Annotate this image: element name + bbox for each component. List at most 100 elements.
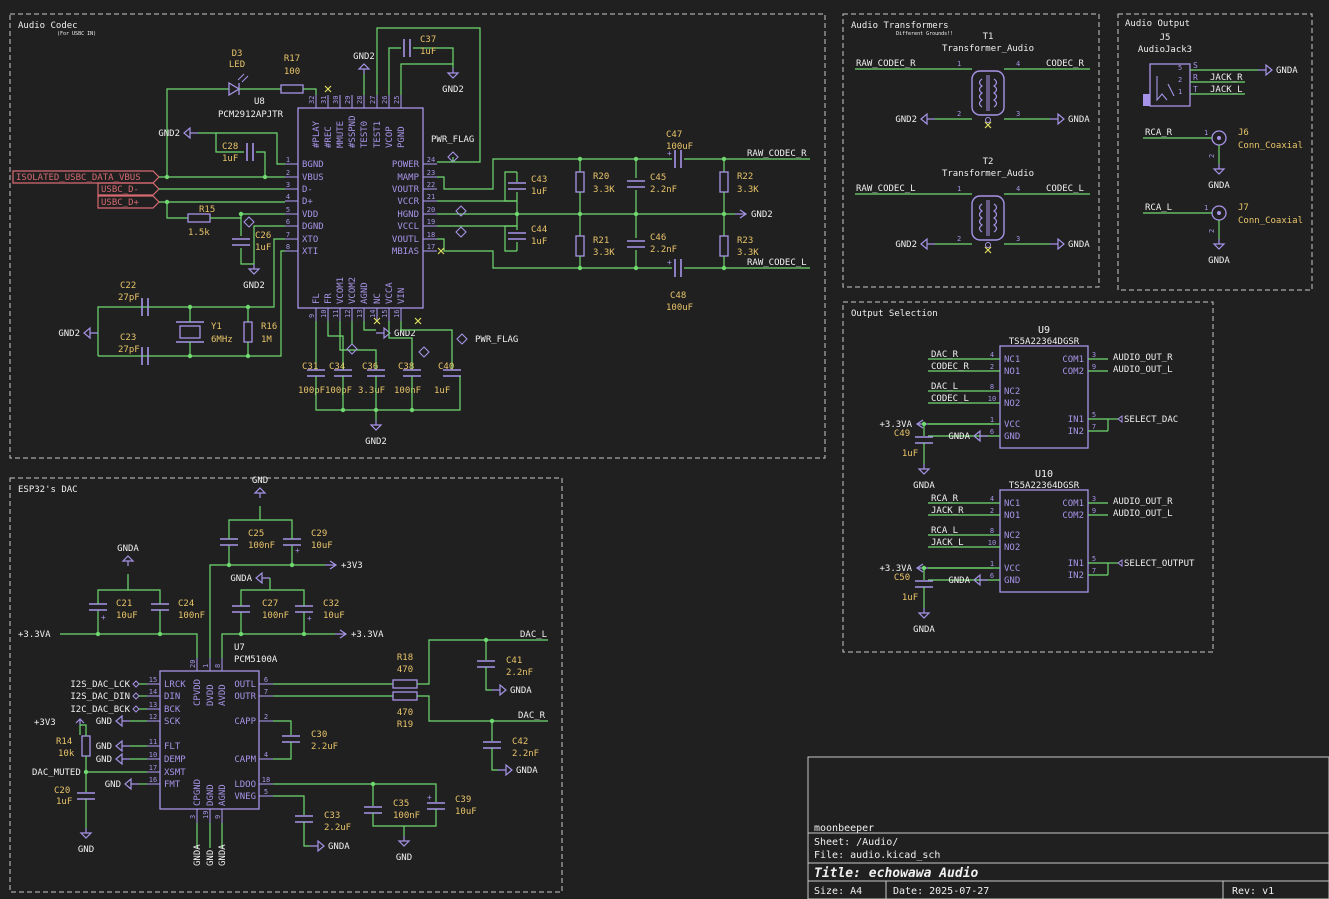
pin-number: 4 <box>1016 60 1020 68</box>
title-block-lines <box>808 832 1329 899</box>
ground-label: GNDA <box>328 842 350 852</box>
component-ref: Y1 <box>211 322 222 332</box>
ground-symbol <box>917 464 931 475</box>
pin-number: 7 <box>1092 423 1096 431</box>
section-title: ESP32's DAC <box>18 485 78 495</box>
wire <box>315 376 461 411</box>
pin-name: VCCA <box>385 282 395 304</box>
pin-number: 2 <box>286 169 290 177</box>
wire <box>256 151 266 177</box>
component-value: 100uF <box>666 303 693 313</box>
ground-label: GNDA <box>948 432 970 442</box>
transformer-body <box>971 195 1005 241</box>
pin-number: 6 <box>990 572 994 580</box>
ground-symbol <box>115 714 130 728</box>
section-title: Audio Codec <box>18 21 78 31</box>
resistor <box>575 235 585 257</box>
pin-number: 15 <box>381 310 389 318</box>
component-ref: C26 <box>255 231 271 241</box>
junction-dot <box>721 156 727 162</box>
component-value: 3.3K <box>737 248 759 258</box>
pin-number: 4 <box>1016 185 1020 193</box>
component-value: TS5A22364DGSR <box>1009 337 1080 347</box>
pin-number: 10 <box>988 539 996 547</box>
pin-name: TEST1 <box>373 121 383 148</box>
net-label: CODEC_L <box>1046 184 1084 194</box>
pin-number: 17 <box>149 764 157 772</box>
pin-name: POWER <box>392 160 420 170</box>
frame-audio-codec <box>9 13 826 459</box>
pin-number: 1 <box>957 185 961 193</box>
capacitor <box>674 259 682 277</box>
pin-name: AGND <box>360 282 370 304</box>
ground-label: GNDA <box>218 844 228 866</box>
label-arrow <box>132 680 140 688</box>
wire <box>303 822 310 847</box>
pin-text: S <box>1193 61 1198 70</box>
pin-name: CPVDD <box>193 679 203 706</box>
pwr-flag <box>243 216 255 228</box>
component-value: 2.2nF <box>512 749 539 759</box>
wire <box>209 564 325 658</box>
pin-name: BCK <box>164 705 181 715</box>
junction-dot <box>577 156 583 162</box>
title-block <box>807 756 1329 899</box>
pin-number: 1 <box>990 560 994 568</box>
capacitor <box>508 232 526 240</box>
net-label: DAC_R <box>931 350 959 360</box>
ground-symbol <box>917 608 931 619</box>
pin-text: + <box>101 613 106 622</box>
pin-text: R <box>1193 73 1198 82</box>
pin-number: 7 <box>264 688 268 696</box>
component-value: 2.2uF <box>311 742 338 752</box>
capacitor <box>232 238 250 246</box>
pin-name: #REC <box>324 126 334 148</box>
pin-number: 7 <box>286 231 290 239</box>
net-label: CODEC_L <box>931 394 969 404</box>
resistor <box>392 679 418 689</box>
label-arrow <box>1117 415 1123 423</box>
pwr-flag <box>455 226 467 238</box>
pin-name: NC1 <box>1004 355 1020 365</box>
net-label: JACK_L <box>931 538 964 548</box>
wire <box>388 321 413 370</box>
pin-number: 32 <box>308 96 316 104</box>
component-ref: C23 <box>120 333 136 343</box>
wire <box>437 158 672 190</box>
capacitor <box>915 580 933 588</box>
ground-label: GNDA <box>1068 240 1090 250</box>
ground-symbol <box>369 420 383 431</box>
net-label: CODEC_R <box>1046 59 1085 69</box>
component-value: 10k <box>58 749 75 759</box>
component-value: 1uF <box>222 154 238 164</box>
label-arrow <box>132 705 140 713</box>
pin-name: GND <box>1004 576 1020 586</box>
ground-label: GND2 <box>58 329 80 339</box>
component-ref: T1 <box>983 32 994 42</box>
no-connect-mark <box>437 247 445 255</box>
component-value: 3.3K <box>593 185 615 195</box>
component-value: Transformer_Audio <box>942 169 1034 179</box>
component-ref: C20 <box>54 786 70 796</box>
capacitor <box>477 660 495 668</box>
hierarchical-label-text: ISOLATED_USBC_DATA_VBUS <box>16 173 141 183</box>
pwr-flag <box>418 346 430 358</box>
component-value: 470 <box>397 708 413 718</box>
component-value: 10uF <box>116 611 138 621</box>
wire <box>417 639 548 685</box>
net-label: DAC_MUTED <box>32 768 81 778</box>
component-ref: C43 <box>531 175 547 185</box>
pin-number: 4 <box>264 751 268 759</box>
power-label: +3V3 <box>34 718 56 728</box>
component-value: 10uF <box>311 541 333 551</box>
component-value: 470 <box>397 665 413 675</box>
component-value: 1M <box>261 335 272 345</box>
net-label: AUDIO_OUT_L <box>1113 365 1173 375</box>
component-value: 100nF <box>394 386 421 396</box>
pin-name: VOUTL <box>392 235 419 245</box>
ground-label: GND2 <box>158 129 180 139</box>
net-label: RCA_L <box>1145 203 1172 213</box>
net-label: CODEC_R <box>931 362 970 372</box>
capacitor <box>443 369 461 377</box>
component-ref: C50 <box>894 573 910 583</box>
